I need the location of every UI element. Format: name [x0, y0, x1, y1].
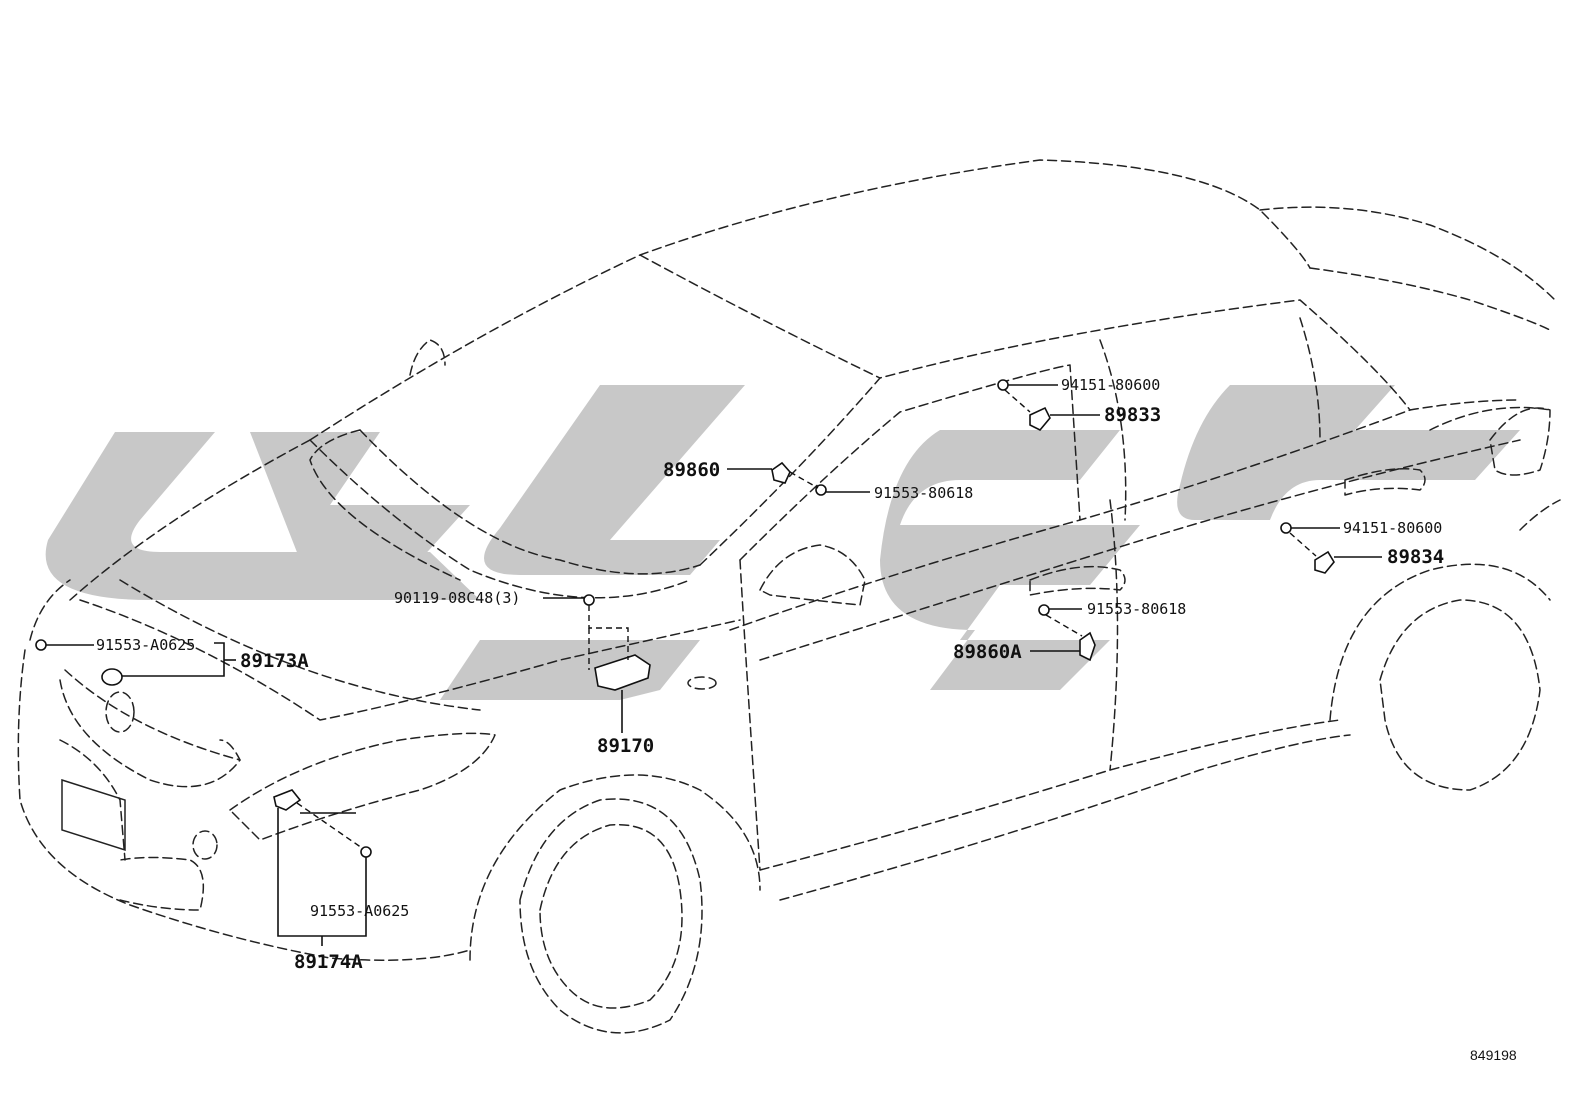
label-91553-80618-b[interactable]: 91553-80618 — [1087, 600, 1186, 618]
bolt-91553-80618-a-icon[interactable] — [815, 484, 827, 496]
part-labels: 94151-80600 89833 89860 91553-80618 9415… — [96, 376, 1517, 1063]
label-89833[interactable]: 89833 — [1104, 404, 1161, 426]
airbag-module-89170-icon[interactable] — [594, 654, 651, 691]
car-outline — [17, 159, 1561, 1034]
label-89173a[interactable]: 89173A — [240, 650, 309, 672]
label-94151-80600-a[interactable]: 94151-80600 — [1061, 376, 1160, 394]
part-glyphs — [35, 379, 1335, 858]
label-89860a[interactable]: 89860A — [953, 641, 1022, 663]
sensor-89860-icon[interactable] — [771, 461, 791, 484]
clip-94151-80600-b-icon[interactable] — [1280, 522, 1292, 534]
label-89170[interactable]: 89170 — [597, 735, 654, 757]
label-89860[interactable]: 89860 — [663, 459, 720, 481]
label-94151-80600-b[interactable]: 94151-80600 — [1343, 519, 1442, 537]
bolt-91553-a0625-a-icon[interactable] — [35, 639, 47, 651]
bolt-90119-08c48-icon[interactable] — [583, 594, 595, 606]
bolt-91553-80618-b-icon[interactable] — [1038, 604, 1050, 616]
label-91553-a0625-a[interactable]: 91553-A0625 — [96, 636, 195, 654]
label-91553-a0625-b[interactable]: 91553-A0625 — [310, 902, 409, 920]
diagram-code: 849198 — [1470, 1047, 1517, 1063]
label-90119-08c48[interactable]: 90119-08C48(3) — [394, 589, 520, 607]
label-89174a[interactable]: 89174A — [294, 951, 363, 973]
sensor-89834-icon[interactable] — [1314, 550, 1335, 574]
leader-lines — [46, 384, 1382, 946]
watermark-logo — [45, 385, 1520, 700]
bolt-91553-a0625-b-icon[interactable] — [360, 846, 372, 858]
clip-94151-80600-a-icon[interactable] — [997, 379, 1009, 391]
sensor-89833-icon[interactable] — [1029, 406, 1051, 431]
sensor-89174a-icon[interactable] — [273, 789, 302, 811]
label-91553-80618-a[interactable]: 91553-80618 — [874, 484, 973, 502]
sensor-89173a-icon[interactable] — [101, 668, 123, 686]
sensor-89860a-icon[interactable] — [1079, 631, 1096, 662]
label-89834[interactable]: 89834 — [1387, 546, 1444, 568]
